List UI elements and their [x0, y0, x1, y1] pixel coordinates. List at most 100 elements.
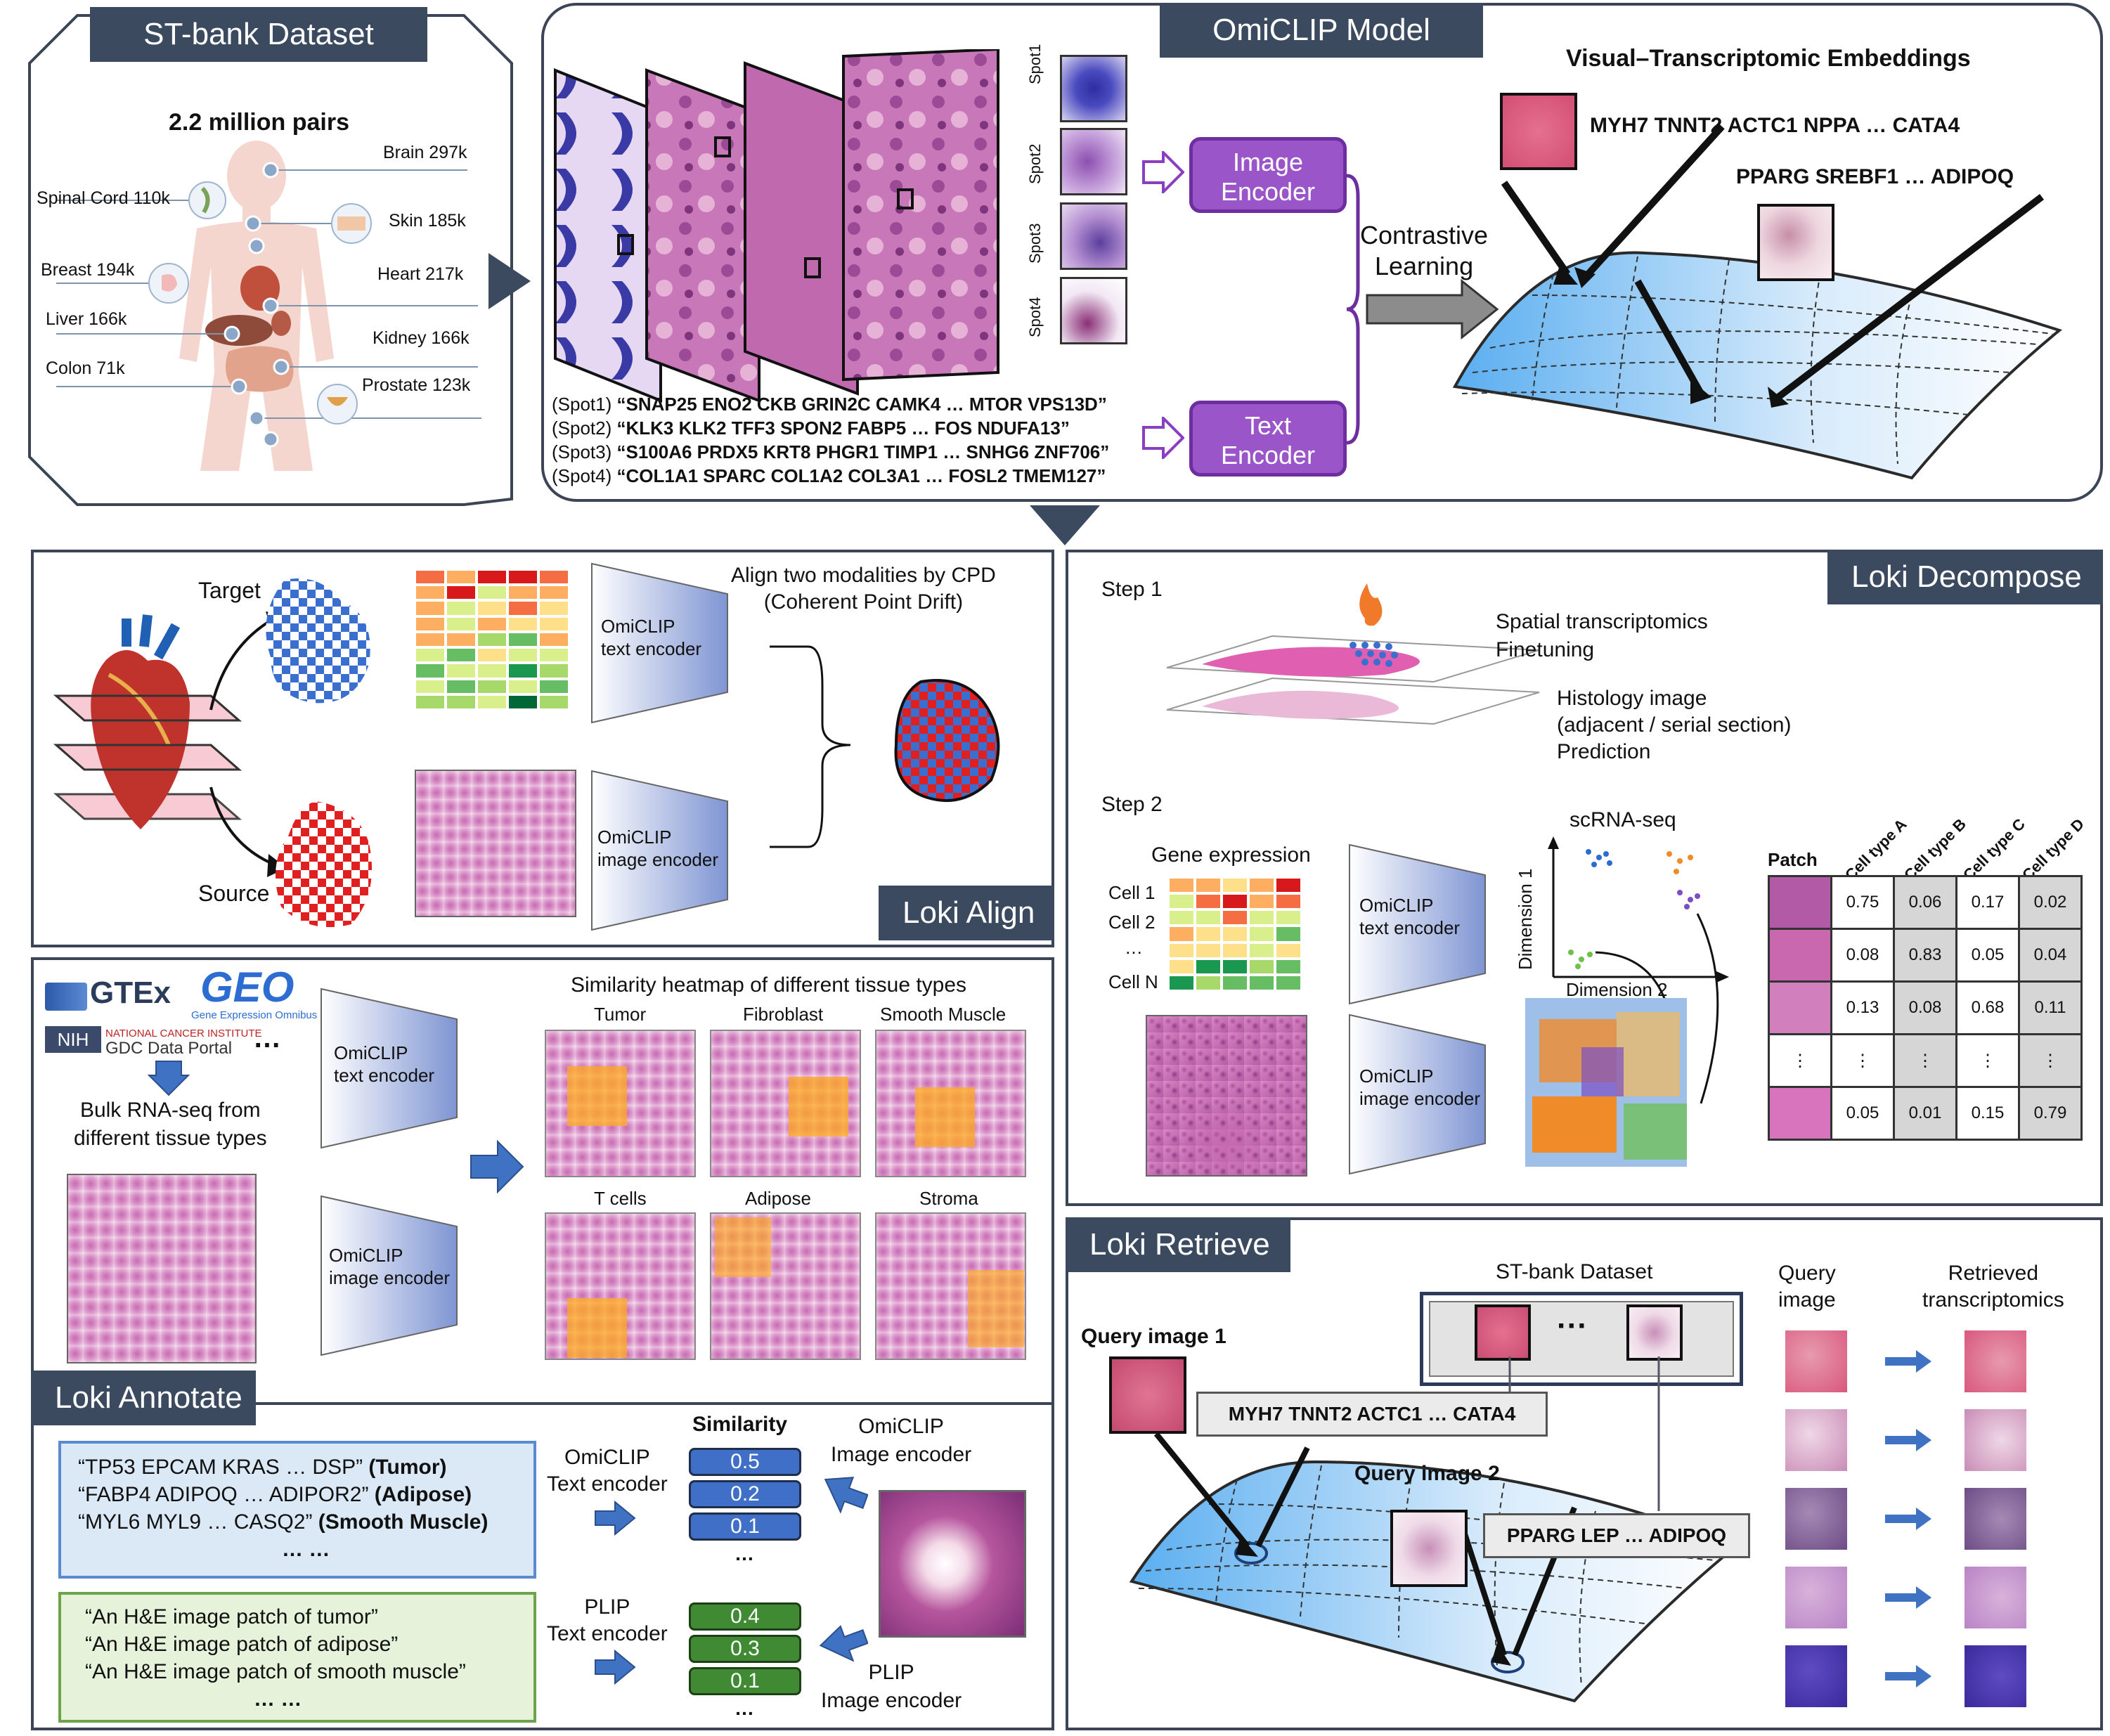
matrix-cell — [415, 585, 446, 601]
similarity-bar-blue: 0.5 — [689, 1448, 801, 1476]
table-cell: 0.15 — [1955, 1086, 2020, 1141]
table-cell: 0.75 — [1830, 875, 1895, 930]
organ-colon: Colon 71k — [46, 358, 125, 378]
table-row: 0.08 0.83 0.05 0.04 — [1768, 928, 2083, 983]
spot1-label: Spot1 — [1026, 44, 1044, 85]
spot4-text: (Spot4) “COL1A1 SPARC COL1A2 COL3A1 … FO… — [552, 465, 1106, 487]
matrix-cell — [1222, 958, 1248, 975]
matrix-cell — [446, 585, 477, 601]
retrieved-header: Retrieved transcriptomics — [1922, 1262, 2064, 1311]
arrow-down-blue-icon — [148, 1061, 190, 1096]
arrow-right-blue-icon — [595, 1650, 636, 1685]
arrow-left-blue-icon — [819, 1625, 868, 1662]
plip-text-encoder-label: PLIP Text encoder — [547, 1595, 668, 1645]
spot2-text: (Spot2) “KLK3 KLK2 TFF3 SPON2 FABP5 … FO… — [552, 417, 1070, 439]
table-row: ⋮ ⋮ ⋮ ⋮ ⋮ — [1768, 1033, 2083, 1088]
celltype-table: 0.75 0.06 0.17 0.02 0.08 0.83 0.05 0.04 … — [1768, 875, 2083, 1141]
matrix-cell — [1168, 942, 1195, 959]
matrix-cell — [538, 647, 569, 663]
matrix-cell — [415, 569, 446, 585]
matrix-cell — [477, 616, 507, 632]
heatmap-highlight — [567, 1066, 627, 1126]
matrix-cell — [477, 600, 507, 616]
plip-image-encoder-label: PLIP Image encoder — [821, 1661, 962, 1712]
matrix-cell — [477, 585, 507, 601]
matrix-cell — [1195, 974, 1222, 991]
matrix-cell — [1195, 942, 1222, 959]
organ-connectors — [56, 162, 481, 448]
matrix-cell — [1248, 958, 1275, 975]
retrieved-thumb — [1965, 1488, 2026, 1550]
matrix-cell — [415, 647, 446, 663]
table-cell: 0.04 — [2018, 928, 2083, 983]
heatmap-stroma — [875, 1212, 1026, 1360]
matrix-cell — [1248, 974, 1275, 991]
contrastive-bracket — [1346, 174, 1499, 445]
similarity-bar-green: 0.1 — [689, 1667, 801, 1695]
histology-slides — [554, 49, 999, 403]
matrix-cell — [477, 569, 507, 585]
omiclip-text-encoder-label: OmiCLIP Text encoder — [547, 1446, 668, 1496]
prompt-genes: “MYL6 MYL9 … CASQ2” — [78, 1510, 313, 1534]
spot-prefix: (Spot2) — [552, 417, 617, 439]
matrix-cell — [1248, 926, 1275, 943]
matrix-cell — [507, 694, 538, 710]
matrix-cell — [1195, 893, 1222, 910]
similarity-bar-blue: 0.2 — [689, 1480, 801, 1508]
table-cell: 0.68 — [1955, 980, 2020, 1035]
table-cell: 0.13 — [1830, 980, 1895, 1035]
cell-2-label: Cell 2 — [1108, 912, 1156, 933]
spot-prefix: (Spot1) — [552, 394, 617, 415]
embed-patch-adipose — [1757, 204, 1834, 281]
query-thumb — [1785, 1567, 1847, 1628]
matrix-cell — [477, 663, 507, 679]
query1-label: Query image 1 — [1081, 1325, 1226, 1348]
organ-kidney: Kidney 166k — [373, 328, 470, 348]
heatmap-highlight — [715, 1217, 771, 1277]
similarity-bar-green: 0.4 — [689, 1602, 801, 1631]
omiclip-title: OmiCLIP Model — [1160, 3, 1483, 58]
spot2-patch — [1060, 128, 1127, 195]
query2-label: Query image 2 — [1354, 1462, 1500, 1485]
matrix-cell — [1168, 893, 1195, 910]
table-cell: ⋮ — [2018, 1033, 2083, 1088]
decompose-text-encoder: OmiCLIP text encoder — [1359, 895, 1461, 938]
matrix-cell — [446, 694, 477, 710]
spot-genes: “KLK3 KLK2 TFF3 SPON2 FABP5 … FOS NDUFA1… — [616, 417, 1070, 439]
prompt-line: “An H&E image patch of adipose” — [85, 1633, 399, 1656]
embed-patch-heart — [1500, 93, 1577, 170]
aligned-checker — [894, 679, 1000, 803]
matrix-cell — [1168, 909, 1195, 926]
matrix-cell — [507, 585, 538, 601]
heatmap-highlight — [567, 1298, 627, 1358]
heatmap-fibroblast — [710, 1030, 861, 1177]
dimension2-label: Dimension 2 — [1566, 979, 1668, 1000]
matrix-cell — [415, 600, 446, 616]
heatmap-tumor — [545, 1030, 696, 1177]
contrastive-label: Contrastive Learning — [1360, 221, 1489, 280]
retrieved-thumb — [1965, 1330, 2026, 1392]
query-patch — [879, 1490, 1026, 1638]
prompt-label: (Adipose) — [368, 1483, 472, 1506]
matrix-cell — [415, 663, 446, 679]
spot4-patch — [1060, 277, 1127, 344]
heatmap-adipose — [710, 1212, 861, 1360]
stbank-dots: ··· — [1557, 1309, 1588, 1343]
matrix-cell — [446, 569, 477, 585]
omiclip-prompt-box: “TP53 EPCAM KRAS … DSP” (Tumor) “FABP4 A… — [58, 1441, 536, 1579]
matrix-cell — [446, 663, 477, 679]
table-cell: 0.02 — [2018, 875, 2083, 930]
similarity-bar-blue: 0.1 — [689, 1512, 801, 1541]
spot3-label: Spot3 — [1026, 223, 1044, 264]
similarity-green-ellipsis: … — [734, 1697, 754, 1719]
matrix-cell — [1168, 958, 1195, 975]
matrix-cell — [507, 569, 538, 585]
stbank-patch-adipose — [1626, 1304, 1683, 1361]
prompt-genes: “TP53 EPCAM KRAS … DSP” — [78, 1456, 363, 1479]
arrow-right-blue-icon — [595, 1501, 636, 1536]
organ-brain: Brain 297k — [383, 143, 467, 162]
stbank-subtitle: 2.2 million pairs — [169, 109, 349, 136]
retrieved-thumb — [1965, 1567, 2026, 1628]
tissue-adipose-label: Adipose — [745, 1188, 811, 1209]
annotate-image-encoder-shape — [321, 1195, 458, 1356]
